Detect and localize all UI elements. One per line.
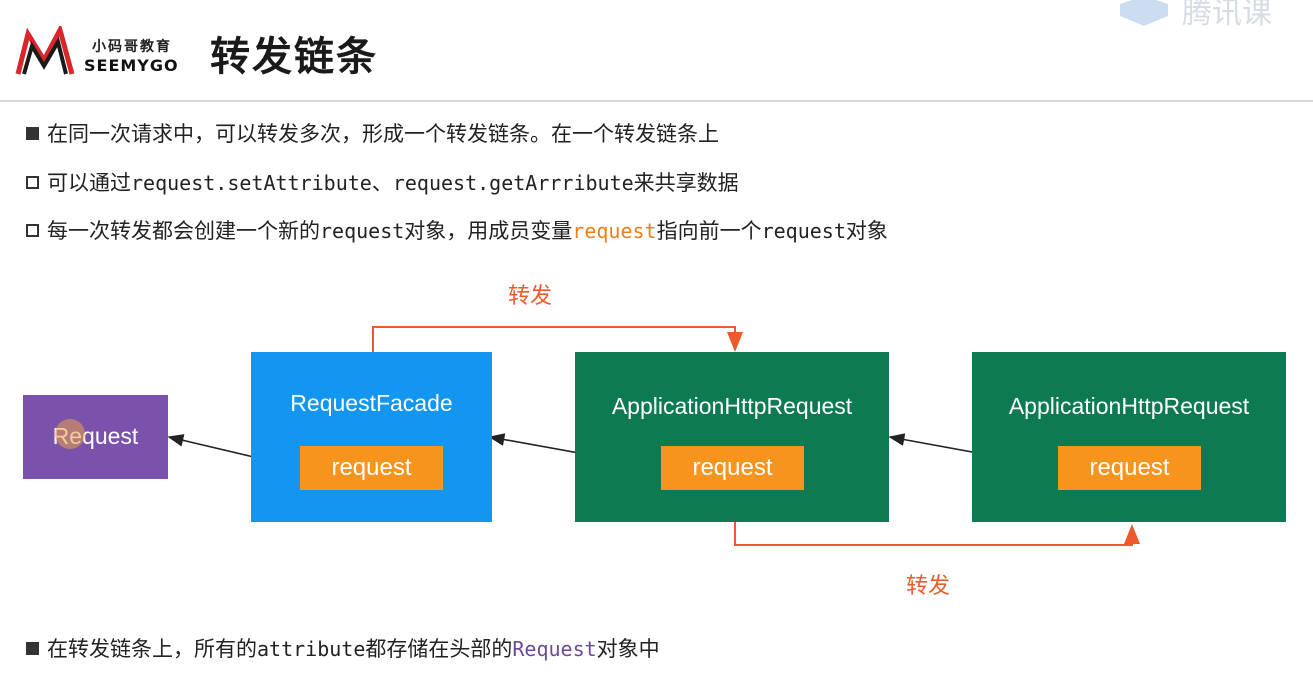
bullet-text: 对象中 <box>596 637 660 661</box>
forward-label-top: 转发 <box>508 284 553 309</box>
bullet-text: 每一次转发都会创建一个新的 <box>47 219 320 243</box>
logo-cn-text: 小码哥教育 <box>92 39 172 55</box>
node-title: ApplicationHttpRequest <box>611 393 853 419</box>
bullet-text: 可以通过 <box>47 171 131 195</box>
code-set-attribute: request.setAttribute <box>131 171 372 195</box>
tencent-classroom-watermark: 腾讯课 <box>1116 0 1313 31</box>
watermark-cube-icon <box>1120 0 1168 26</box>
node-request-facade: RequestFacade request <box>251 352 492 522</box>
bullet-square-icon <box>26 127 39 140</box>
field-request: request <box>661 446 804 490</box>
forward-arrow-top <box>372 326 743 352</box>
node-title: Request <box>52 423 139 449</box>
bullet-footer: 在转发链条上，所有的attribute都存储在头部的Request对象中 <box>26 633 660 663</box>
header-divider <box>0 100 1313 102</box>
code-attribute: attribute <box>257 637 366 661</box>
node-application-http-request-2: ApplicationHttpRequest request <box>972 352 1286 522</box>
field-request: request <box>1058 446 1201 490</box>
logo-en-text: SEEMYGO <box>84 56 179 75</box>
bullet-text: 对象，用成员变量 <box>404 219 573 243</box>
forward-label-bottom: 转发 <box>906 574 951 599</box>
bullet-text: 在转发链条上，所有的 <box>47 637 257 661</box>
node-title: ApplicationHttpRequest <box>1008 393 1250 419</box>
code-request: request <box>320 219 405 243</box>
field-request: request <box>300 446 443 490</box>
bullet-text: 、 <box>371 171 393 195</box>
bullet-square-icon <box>26 642 39 655</box>
seemygo-logo-icon <box>15 26 75 75</box>
node-request: Request <box>23 395 168 479</box>
bullet-text: 在同一次请求中，可以转发多次，形成一个转发链条。在一个转发链条上 <box>47 122 719 146</box>
cursor-highlight-icon <box>55 419 85 449</box>
watermark-text: 腾讯课 <box>1182 0 1272 31</box>
header: 小码哥教育 SEEMYGO 转发链条 腾讯课 <box>0 0 1313 100</box>
brand-logo: 小码哥教育 SEEMYGO <box>14 26 194 82</box>
bullet-1: 在同一次请求中，可以转发多次，形成一个转发链条。在一个转发链条上 <box>26 118 719 148</box>
forward-chain-diagram: 转发 转发 Request RequestFacade request Appl… <box>0 250 1313 630</box>
bullet-2: 可以通过request.setAttribute、request.getArrr… <box>26 167 739 197</box>
bullet-text: 指向前一个 <box>656 219 762 243</box>
bullet-hollow-square-icon <box>26 224 39 237</box>
bullet-text: 对象 <box>845 219 888 243</box>
bullet-hollow-square-icon <box>26 176 39 189</box>
code-request-class: Request <box>512 637 597 661</box>
forward-arrow-bottom <box>734 521 1140 546</box>
bullet-3: 每一次转发都会创建一个新的request对象，用成员变量request指向前一个… <box>26 215 888 245</box>
bullet-text: 都存储在头部的 <box>365 637 513 661</box>
code-request-highlight: request <box>572 219 657 243</box>
node-application-http-request-1: ApplicationHttpRequest request <box>575 352 889 522</box>
page-title: 转发链条 <box>210 34 378 80</box>
node-title: RequestFacade <box>290 390 453 416</box>
code-request: request <box>761 219 846 243</box>
bullet-text: 来共享数据 <box>633 171 739 195</box>
code-get-attribute: request.getArrribute <box>392 171 634 195</box>
